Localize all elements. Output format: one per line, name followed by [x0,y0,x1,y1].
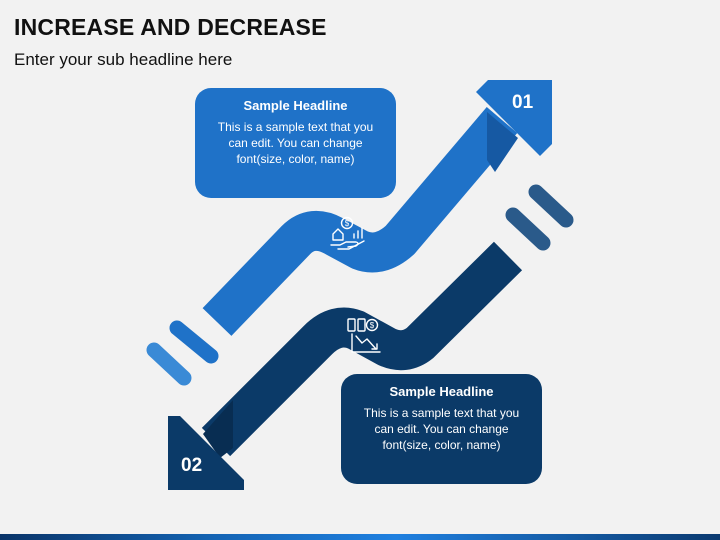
svg-text:$: $ [370,321,375,330]
decrease-arrow-tail-stripes [505,184,574,251]
increase-arrow-tail-stripes [146,320,219,386]
footer-bar [0,534,720,540]
money-decrease-chart-icon: $ [347,318,381,353]
step-2-headline: Sample Headline [389,384,494,399]
slide-subtitle: Enter your sub headline here [14,50,233,69]
step-1-headline: Sample Headline [243,98,348,113]
step-1-text: This is a sample text that you can edit.… [217,120,374,166]
increase-arrow-shade [487,112,518,172]
increase-arrow-body [202,107,518,336]
step-2-textbox: Sample Headline This is a sample text th… [341,374,542,484]
step-1-textbox: Sample Headline This is a sample text th… [195,88,396,198]
slide-title: INCREASE AND DECREASE [14,14,327,40]
step-2-text: This is a sample text that you can edit.… [363,406,520,452]
step-number-01: 01 [512,92,534,113]
increase-arrow-head [476,80,552,156]
decrease-arrow-body [201,241,523,457]
decrease-arrow [168,184,574,490]
increase-arrow [146,80,552,386]
step-number-02: 02 [181,455,203,476]
decrease-arrow-head [168,416,244,490]
svg-text:$: $ [345,219,350,228]
hand-money-house-chart-icon: $ [330,216,365,250]
decrease-arrow-shade [203,400,233,458]
